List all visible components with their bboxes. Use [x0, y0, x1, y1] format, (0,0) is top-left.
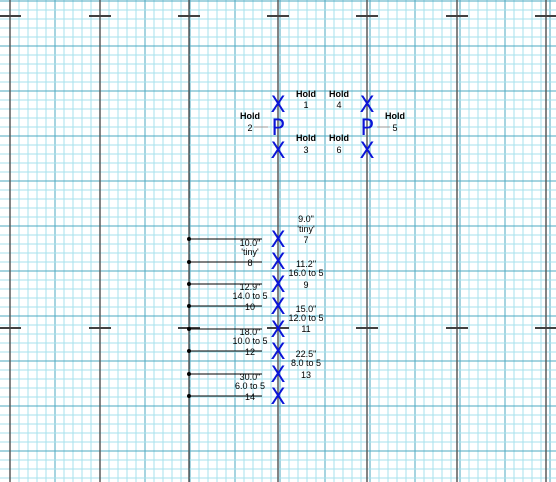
hold-6-number: 6: [336, 145, 341, 155]
player-x-marker[interactable]: X: [270, 228, 285, 253]
row-9-sub: 16.0 to 5: [288, 268, 323, 278]
player-x-marker[interactable]: X: [270, 273, 285, 298]
row-7-value: 9.0": [298, 214, 314, 224]
row-dots: [187, 237, 191, 398]
row-12-number: 12: [245, 347, 255, 357]
hold-6-label: Hold: [329, 133, 349, 143]
player-x-marker[interactable]: X: [359, 139, 374, 164]
row-7-sub: 'tiny': [297, 224, 315, 234]
row-14-value: 30.0": [240, 372, 261, 382]
player-x-marker[interactable]: X: [270, 363, 285, 388]
hold-1-label: Hold: [296, 89, 316, 99]
row-dot: [187, 349, 191, 353]
hold-4-number: 4: [336, 100, 341, 110]
row-10-value: 12.9": [240, 282, 261, 292]
row-13-sub: 8.0 to 5: [291, 358, 321, 368]
row-13-number: 13: [301, 370, 311, 380]
hold-3-number: 3: [303, 145, 308, 155]
row-12-sub: 10.0 to 5: [232, 336, 267, 346]
player-x-marker[interactable]: X: [270, 250, 285, 275]
player-x-marker[interactable]: X: [270, 93, 285, 118]
row-dot: [187, 327, 191, 331]
row-dot: [187, 260, 191, 264]
row-10-sub: 14.0 to 5: [232, 291, 267, 301]
row-13-value: 22.5": [296, 349, 317, 359]
player-x-marker[interactable]: X: [270, 139, 285, 164]
row-dot: [187, 372, 191, 376]
row-8-sub: 'tiny': [241, 247, 259, 257]
player-x-marker[interactable]: X: [270, 340, 285, 365]
hold-2-number: 2: [247, 123, 252, 133]
hold-2-label: Hold: [240, 111, 260, 121]
row-dot: [187, 394, 191, 398]
hold-5-label: Hold: [385, 111, 405, 121]
player-x-marker[interactable]: X: [270, 295, 285, 320]
row-11-sub: 12.0 to 5: [288, 313, 323, 323]
player-p-marker[interactable]: P: [360, 116, 373, 141]
row-8-number: 8: [247, 258, 252, 268]
connectors: [189, 126, 390, 397]
row-14-sub: 6.0 to 5: [235, 381, 265, 391]
row-11-number: 11: [301, 324, 310, 334]
row-8-value: 10.0": [240, 238, 261, 248]
row-9-value: 11.2": [296, 259, 316, 269]
hold-3-label: Hold: [296, 133, 316, 143]
row-dot: [187, 304, 191, 308]
player-p-marker[interactable]: P: [271, 116, 284, 141]
row-9-number: 9: [303, 280, 308, 290]
row-dot: [187, 237, 191, 241]
player-x-marker[interactable]: X: [270, 318, 285, 343]
row-12-value: 18.0": [240, 327, 261, 337]
player-x-marker[interactable]: X: [359, 93, 374, 118]
hold-4-label: Hold: [329, 89, 349, 99]
row-10-number: 10: [245, 302, 255, 312]
row-dot: [187, 282, 191, 286]
hold-1-number: 1: [303, 100, 308, 110]
row-14-number: 14: [245, 392, 255, 402]
hold-5-number: 5: [392, 123, 397, 133]
row-7-number: 7: [303, 235, 308, 245]
player-x-marker[interactable]: X: [270, 385, 285, 410]
row-11-value: 15.0": [296, 304, 317, 314]
